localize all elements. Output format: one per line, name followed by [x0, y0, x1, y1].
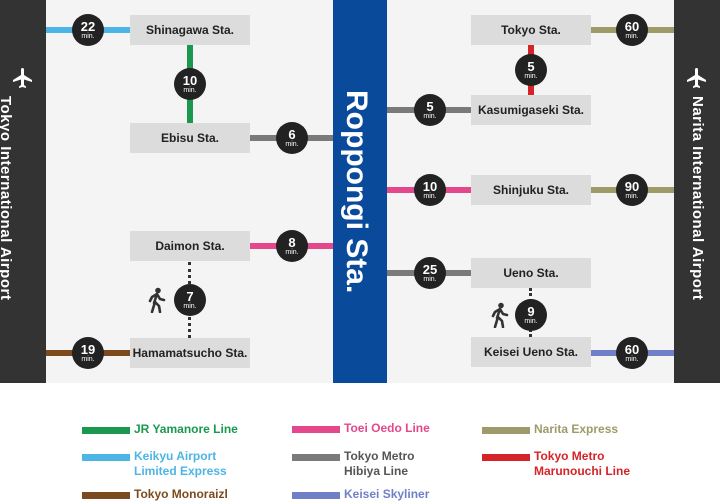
legend-item-monorail: Tokyo Monoraizl — [82, 487, 228, 502]
station-shinagawa: Shinagawa Sta. — [130, 15, 250, 45]
station-ebisu: Ebisu Sta. — [130, 123, 250, 153]
time-value: 60 — [624, 19, 640, 34]
legend-item-oedo: Toei Oedo Line — [292, 421, 430, 436]
time-unit: min. — [183, 87, 197, 94]
time-value: 7 — [186, 289, 194, 304]
time-unit: min. — [625, 356, 639, 363]
time-unit: min. — [423, 276, 437, 283]
narita-airport-label: Narita International Airport — [689, 96, 706, 301]
time-value: 5 — [426, 99, 434, 114]
roppongi-station-label: Roppongi Sta. — [340, 90, 373, 294]
time-unit: min. — [423, 193, 437, 200]
time-unit: min. — [183, 303, 197, 310]
route-diagram: Tokyo International Airport Narita Inter… — [0, 0, 720, 383]
airplane-icon — [11, 66, 35, 90]
walking-person-icon — [147, 287, 167, 313]
time-unit: min. — [423, 113, 437, 120]
legend-swatch — [292, 454, 340, 461]
legend-label: Narita Express — [534, 422, 619, 436]
legend-swatch — [292, 492, 340, 499]
haneda-airport-bar: Tokyo International Airport — [0, 0, 46, 383]
legend-item-marunouchi: Tokyo Metro Marunouchi Line — [482, 449, 630, 479]
legend-swatch — [82, 492, 130, 499]
station-kasumigaseki: Kasumigaseki Sta. — [471, 95, 591, 125]
roppongi-station-bar: Roppongi Sta. — [333, 0, 387, 383]
time-value: 19 — [80, 342, 96, 357]
airplane-icon — [685, 66, 709, 90]
legend-label: Keisei Skyliner — [344, 487, 430, 501]
station-ueno: Ueno Sta. — [471, 258, 591, 288]
time-unit: min. — [625, 193, 639, 200]
legend-label: Toei Oedo Line — [344, 421, 430, 435]
legend-item-hibiya: Tokyo Metro Hibiya Line — [292, 449, 414, 479]
time-unit: min. — [285, 249, 299, 256]
time-unit: min. — [81, 33, 95, 40]
legend-label: JR Yamanore Line — [134, 422, 238, 436]
time-value: 9 — [527, 304, 535, 319]
legend-label: Tokyo Metro Hibiya Line — [344, 449, 415, 478]
time-unit: min. — [285, 141, 299, 148]
time-value: 90 — [624, 179, 640, 194]
legend-swatch — [82, 427, 130, 434]
station-shinjuku: Shinjuku Sta. — [471, 175, 591, 205]
time-unit: min. — [524, 73, 538, 80]
station-tokyo: Tokyo Sta. — [471, 15, 591, 45]
legend-item-keikyu: Keikyu Airport Limited Express — [82, 449, 227, 479]
time-unit: min. — [81, 356, 95, 363]
legend-label: Keikyu Airport Limited Express — [134, 449, 227, 478]
legend-label: Tokyo Metro Marunouchi Line — [534, 449, 630, 478]
time-value: 8 — [288, 235, 296, 250]
legend-item-skyliner: Keisei Skyliner — [292, 487, 429, 502]
legend-label: Tokyo Monoraizl — [134, 487, 228, 501]
time-value: 10 — [422, 179, 438, 194]
walking-person-icon — [490, 302, 510, 328]
haneda-airport-label: Tokyo International Airport — [0, 96, 14, 301]
time-value: 25 — [422, 262, 438, 277]
time-value: 60 — [624, 342, 640, 357]
station-hamamatsucho: Hamamatsucho Sta. — [130, 338, 250, 368]
station-keisei-ueno: Keisei Ueno Sta. — [471, 337, 591, 367]
time-value: 22 — [80, 19, 96, 34]
legend-swatch — [482, 454, 530, 461]
legend-swatch — [292, 426, 340, 433]
time-value: 5 — [527, 59, 535, 74]
time-value: 6 — [288, 127, 296, 142]
station-daimon: Daimon Sta. — [130, 231, 250, 261]
narita-airport-bar: Narita International Airport — [674, 0, 720, 383]
time-value: 10 — [182, 73, 198, 88]
legend-item-narita-express: Narita Express — [482, 422, 618, 437]
legend-swatch — [82, 454, 130, 461]
legend-swatch — [482, 427, 530, 434]
time-unit: min. — [524, 318, 538, 325]
legend-item-yamanote: JR Yamanore Line — [82, 422, 238, 437]
time-unit: min. — [625, 33, 639, 40]
